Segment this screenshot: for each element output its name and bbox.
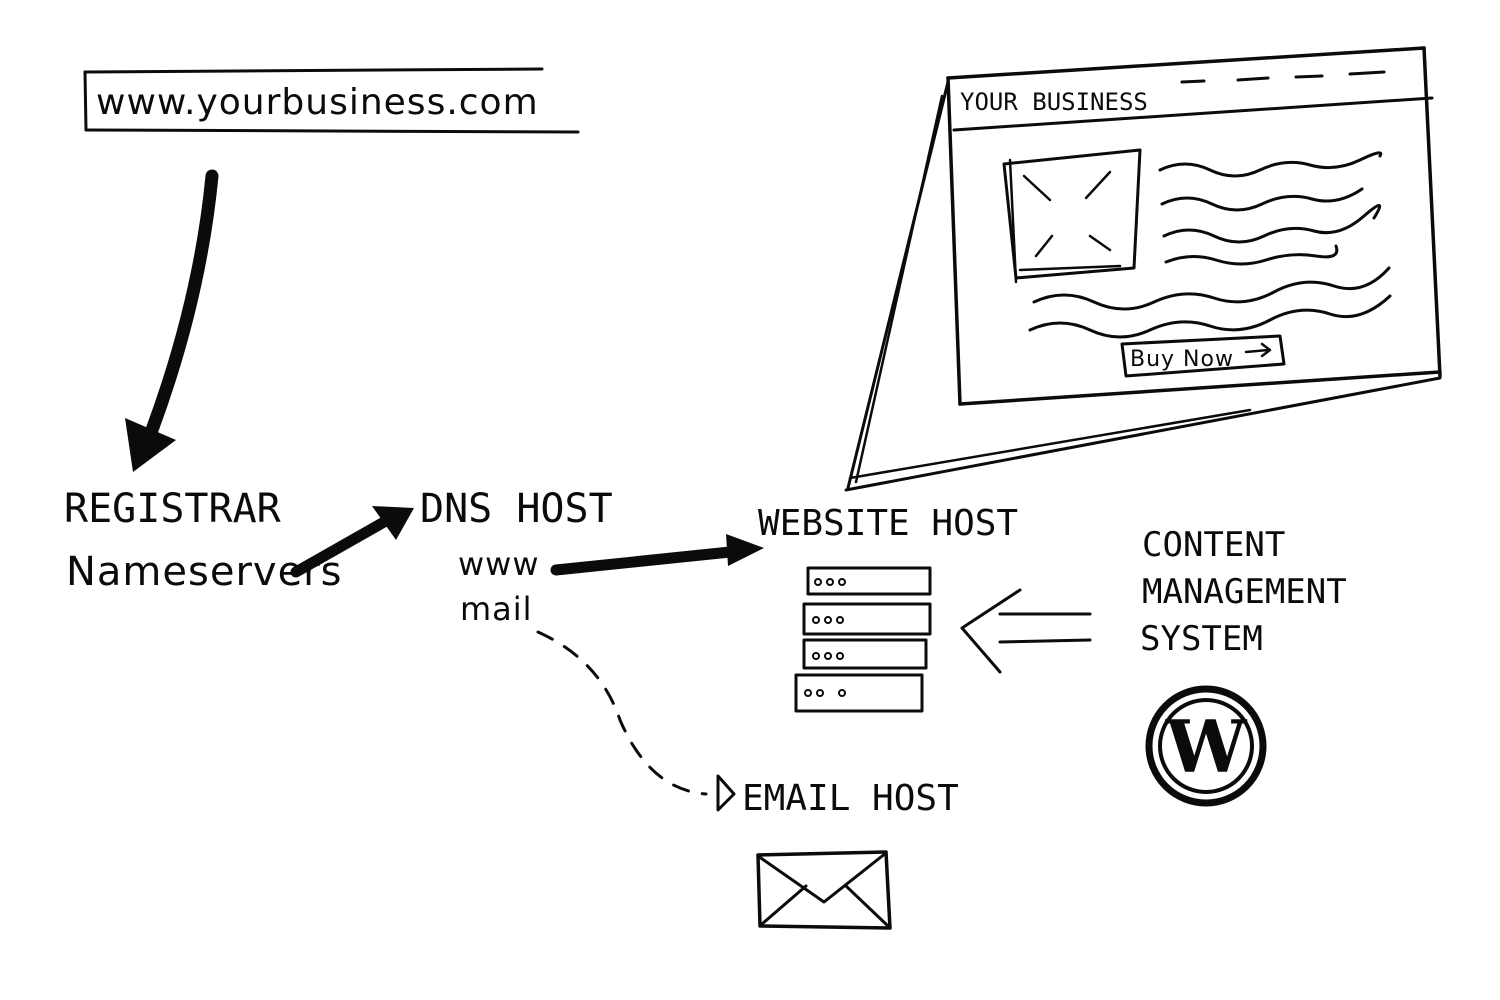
website-preview: YOUR BUSINESS Buy Now	[844, 46, 1442, 492]
arrow-right-icon	[1244, 342, 1272, 358]
envelope-icon	[756, 850, 892, 930]
arrowhead-icon	[726, 534, 764, 566]
registrar-node: REGISTRAR Nameservers	[64, 486, 341, 595]
cms-line-1: CONTENT	[1142, 525, 1285, 565]
dns-record-www: www	[458, 545, 540, 583]
server-rack-icon	[794, 566, 932, 713]
arrow-mail-to-email-host	[536, 630, 736, 812]
url-text: www.yourbusiness.com	[96, 82, 539, 123]
arrowhead-icon	[372, 506, 414, 540]
website-brand: YOUR BUSINESS	[960, 88, 1148, 116]
buy-now-button: Buy Now	[1120, 334, 1286, 378]
dns-host-node: DNS HOST www mail	[420, 486, 613, 628]
arrow-registrar-to-dns	[290, 506, 414, 578]
url-bar: www.yourbusiness.com	[83, 67, 580, 134]
buy-now-label: Buy Now	[1130, 347, 1234, 372]
arrowhead-icon	[125, 418, 176, 472]
email-host-title: EMAIL HOST	[742, 778, 959, 819]
image-placeholder-icon	[1002, 148, 1142, 284]
cms-line-2: MANAGEMENT	[1142, 572, 1347, 612]
arrow-url-to-registrar	[125, 169, 219, 472]
arrow-dns-to-website	[550, 534, 764, 576]
registrar-title: REGISTRAR	[64, 486, 282, 532]
cms-line-3: SYSTEM	[1140, 619, 1263, 659]
website-host-title: WEBSITE HOST	[758, 503, 1018, 544]
wordpress-logo-icon: W	[1145, 685, 1267, 807]
email-host-node: EMAIL HOST	[742, 778, 959, 930]
arrow-cms-to-website-host	[960, 588, 1092, 674]
dns-host-title: DNS HOST	[420, 486, 613, 532]
placeholder-text-lines	[1028, 151, 1392, 339]
cms-node: CONTENT MANAGEMENT SYSTEM W	[1140, 525, 1347, 807]
arrowhead-icon	[716, 774, 736, 812]
svg-text:W: W	[1165, 704, 1248, 789]
dns-record-mail: mail	[460, 590, 533, 628]
website-host-node: WEBSITE HOST	[758, 503, 1018, 713]
